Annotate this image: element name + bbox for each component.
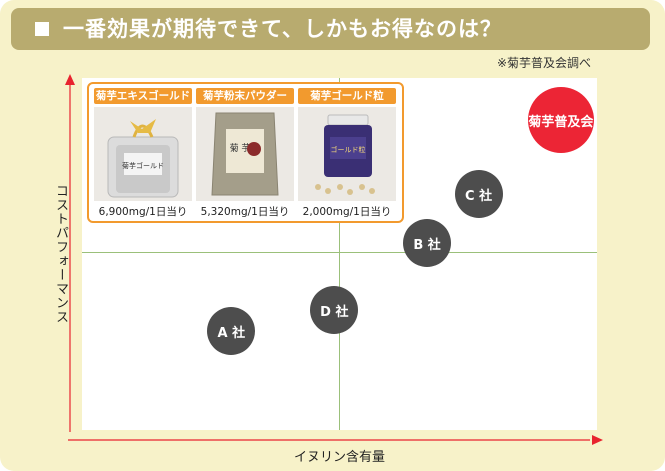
data-point: A 社: [207, 307, 256, 356]
product-price: 5,320mg/1日当り: [200, 206, 290, 218]
package-text: 菊芋ゴールド: [122, 161, 164, 170]
product-panel: 菊芋エキスゴールド 菊芋ゴールド 6,900mg/1日当り 菊芋粉末パウダー: [87, 82, 404, 223]
horizontal-divider: [82, 252, 597, 253]
y-axis-arrow-icon: [65, 74, 75, 85]
vertical-divider: [339, 78, 340, 430]
data-point: B 社: [403, 219, 452, 268]
product-image-bottle: ゴールド粒: [298, 107, 396, 201]
product-name: 菊芋エキスゴールド: [94, 88, 192, 104]
product-price: 6,900mg/1日当り: [98, 206, 188, 218]
header-bar: 一番効果が期待できて、しかもお得なのは？: [11, 8, 650, 50]
data-point-highlight: 菊芋普及会: [527, 87, 594, 154]
source-note: ※菊芋普及会調べ: [496, 56, 591, 70]
product-card: 菊芋粉末パウダー 菊 芋 5,320mg/1日当り: [196, 88, 294, 219]
x-axis-label: イヌリン含有量: [293, 450, 385, 465]
square-bullet-icon: [35, 22, 49, 36]
product-image-bag: 菊芋ゴールド: [94, 107, 192, 201]
package-text: 菊 芋: [230, 143, 251, 154]
product-price: 2,000mg/1日当り: [302, 206, 392, 218]
product-card: 菊芋ゴールド粒 ゴールド粒 2,000mg/1日当り: [298, 88, 396, 219]
product-name: 菊芋ゴールド粒: [298, 88, 396, 104]
product-name: 菊芋粉末パウダー: [196, 88, 294, 104]
x-axis-arrow-icon: [592, 435, 603, 445]
data-point: D 社: [310, 286, 359, 335]
data-point: C 社: [454, 170, 503, 219]
chart-title: 一番効果が期待できて、しかもお得なのは？: [63, 17, 502, 41]
product-image-pouch: 菊 芋: [196, 107, 294, 201]
product-card: 菊芋エキスゴールド 菊芋ゴールド 6,900mg/1日当り: [94, 88, 192, 219]
package-text: ゴールド粒: [331, 145, 366, 154]
y-axis-label: コストパフォーマンス: [53, 184, 68, 324]
